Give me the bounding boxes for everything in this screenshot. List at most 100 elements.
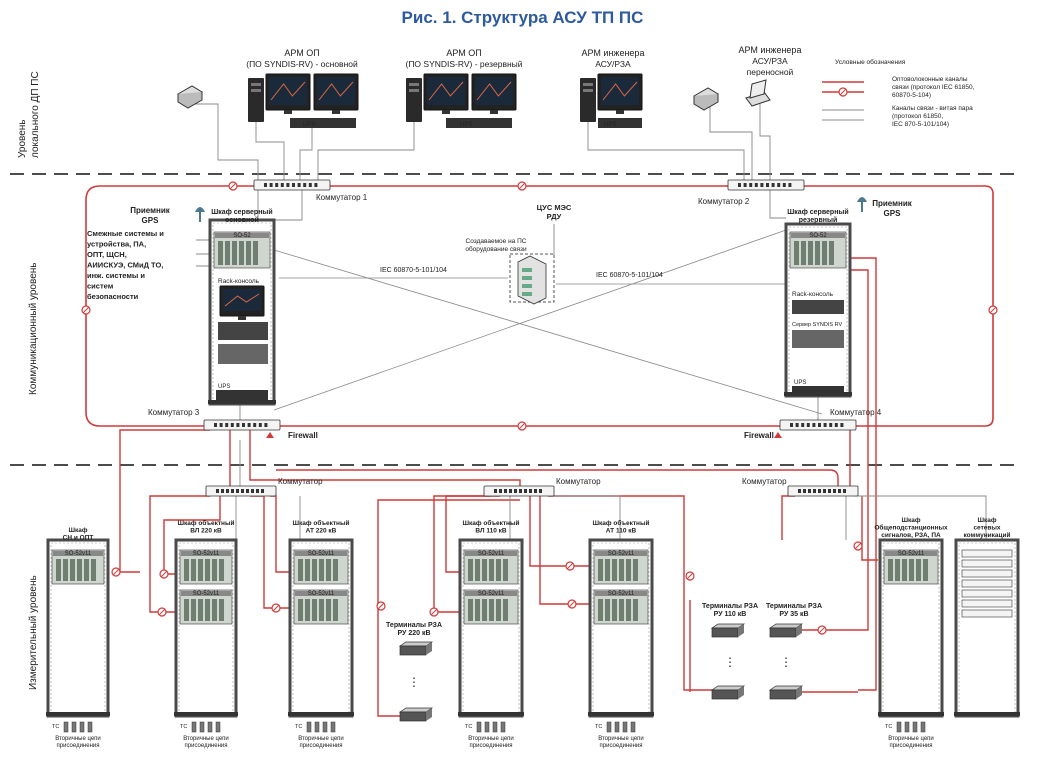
legend-fiber-label: связи (протокол IEC 61850, xyxy=(892,84,975,91)
cabinet-label: АТ 110 кВ xyxy=(606,528,637,535)
arm-subtitle: АСУ/РЗА xyxy=(595,59,631,69)
switch-3 xyxy=(203,419,281,431)
fiber-marker xyxy=(159,569,169,579)
switch-1 xyxy=(253,179,331,191)
remote-equipment-label: оборудование связи xyxy=(465,245,527,253)
monitor-icon xyxy=(313,73,359,114)
ups-label: UPS xyxy=(218,384,230,390)
server-io-module xyxy=(789,231,847,269)
fiber-link xyxy=(249,430,521,486)
module-label: SO-52v11 xyxy=(193,551,220,557)
terminals-label: РУ 110 кВ xyxy=(714,611,747,618)
cus-label: РДУ xyxy=(547,212,562,221)
level-label-local: Уровень xyxy=(17,119,28,158)
cabinet-label: ВЛ 110 кВ xyxy=(475,528,506,535)
adjacent-systems-label: систем xyxy=(87,282,114,291)
fiber-link xyxy=(539,496,594,605)
fiber-marker xyxy=(685,571,695,581)
cabinet-label: Шкаф xyxy=(977,517,996,524)
monitor-icon xyxy=(265,73,311,114)
monitor-icon xyxy=(423,73,469,114)
network-panel xyxy=(961,589,1013,598)
ellipsis: ⋮ xyxy=(408,675,420,689)
copper-link xyxy=(587,122,745,180)
fiber-marker xyxy=(853,541,863,551)
fiber-marker xyxy=(817,625,827,635)
io-module xyxy=(593,589,649,625)
module-label: SO-52 xyxy=(809,233,827,239)
tc-label: ТС xyxy=(595,724,602,730)
legend-title: Условные обозначения xyxy=(835,58,906,66)
fiber-marker xyxy=(988,305,998,315)
io-module xyxy=(179,549,233,585)
server-cabinet-label: Шкаф серверный xyxy=(787,208,848,216)
remote-equipment-box xyxy=(509,253,555,303)
cabinet-label: Шкаф объектный xyxy=(292,519,349,527)
adjacent-systems-label: ОПТ, ЩСН, xyxy=(87,250,127,259)
module-label: SO-52 xyxy=(233,233,251,239)
rza-terminal-icon xyxy=(710,685,746,700)
level-label-meas: Измерительный уровень xyxy=(28,575,39,690)
io-module xyxy=(593,549,649,585)
arm-subtitle: АСУ/РЗА xyxy=(752,56,788,66)
legend-fiber-label: 60870-5-104) xyxy=(892,92,931,99)
legend-fiber-label: Оптоволоконные каналы xyxy=(892,76,968,83)
adjacent-systems-label: АИИСКУЭ, СМиД ТО, xyxy=(87,261,163,270)
communication-equipment-icon xyxy=(517,255,547,305)
monitor-icon xyxy=(471,73,517,114)
secondary-circuits-icon xyxy=(191,721,221,733)
cabinet-label: ВЛ 220 кВ xyxy=(190,528,222,535)
copper-link xyxy=(273,229,787,411)
cabinet-label: СН и ОПТ xyxy=(63,535,94,542)
io-module xyxy=(463,549,519,585)
server-cabinet-label: Шкаф серверный xyxy=(211,208,272,216)
network-panel xyxy=(961,569,1013,578)
arm-subtitle: (ПО SYNDIS-RV) - резервный xyxy=(405,59,522,69)
fiber-marker xyxy=(271,603,281,613)
level-label-local: локального ДП ПС xyxy=(30,71,41,158)
fiber-link xyxy=(846,257,877,691)
copper-link xyxy=(273,249,823,415)
rza-terminal-icon xyxy=(768,685,804,700)
arm-title: АРМ инженера xyxy=(582,48,645,58)
pc-tower-icon xyxy=(580,78,596,122)
object-cabinet xyxy=(954,538,1020,718)
fiber-marker xyxy=(111,567,121,577)
fiber-marker xyxy=(517,181,527,191)
ups-label: UPS xyxy=(794,380,806,386)
fiber-marker xyxy=(157,607,167,617)
secondary-circuits-icon xyxy=(896,721,926,733)
fiber-marker xyxy=(228,181,238,191)
module-label: SO-52v11 xyxy=(478,591,505,597)
ups-label: UPS xyxy=(303,122,315,128)
server-unit xyxy=(792,330,844,348)
firewall-icon xyxy=(774,432,782,438)
secondary-label: Вторичные цепи xyxy=(888,736,934,742)
server-label: Сервер SYNDIS RV xyxy=(792,322,842,328)
terminals-label: РУ 35 кВ xyxy=(779,611,808,618)
module-label: SO-52v11 xyxy=(308,591,335,597)
fiber-link xyxy=(163,496,221,575)
gps-label: Приемник xyxy=(872,199,913,208)
gps-antenna-icon xyxy=(857,197,867,212)
io-module xyxy=(179,589,233,625)
cus-label: ЦУС МЭС xyxy=(537,203,572,212)
tc-label: ТС xyxy=(52,724,59,730)
module-label: SO-52v11 xyxy=(308,551,335,557)
ups-icon xyxy=(792,386,844,396)
ellipsis: ⋮ xyxy=(780,655,792,669)
copper-link xyxy=(299,118,313,180)
io-module xyxy=(51,549,105,585)
cabinet-label: Шкаф объектный xyxy=(177,519,234,527)
adjacent-systems-label: устройства, ПА, xyxy=(87,240,146,249)
fiber-marker xyxy=(81,305,91,315)
cabinet-label: Шкаф объектный xyxy=(592,519,649,527)
module-label: SO-52v11 xyxy=(65,551,92,557)
laptop-icon xyxy=(745,79,771,107)
adjacent-systems-label: инж. системы и xyxy=(87,271,145,280)
copper-link xyxy=(709,106,753,180)
arm-subtitle: переносной xyxy=(747,67,794,77)
gps-label: Приемник xyxy=(130,206,171,215)
gps-antenna-icon xyxy=(195,207,205,222)
